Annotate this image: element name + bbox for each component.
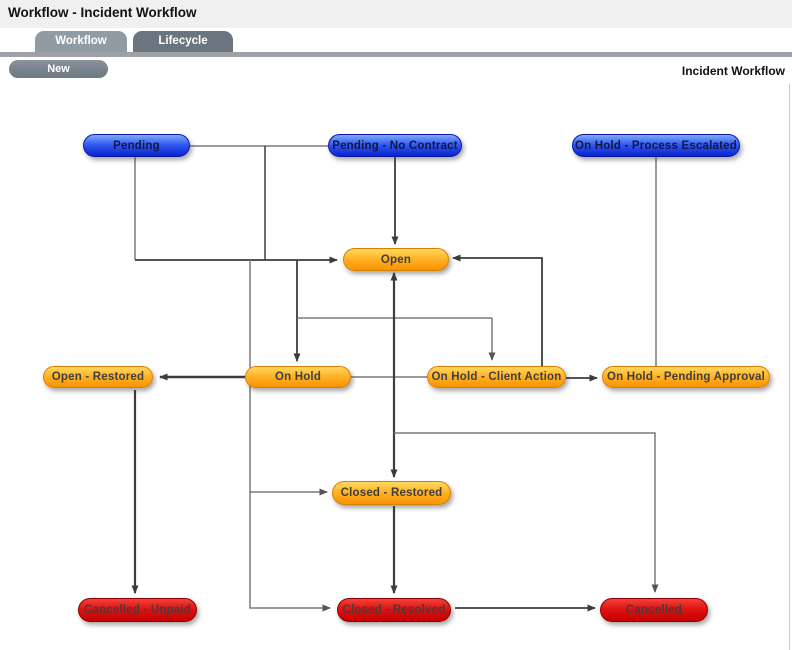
tab-lifecycle[interactable]: Lifecycle (133, 31, 233, 52)
edge-client-action-to-open (452, 254, 543, 366)
node-on-hold-process-escalated[interactable]: On Hold - Process Escalated (572, 134, 740, 157)
right-border (789, 84, 790, 650)
panel-title: Incident Workflow (681, 64, 785, 78)
node-closed-restored[interactable]: Closed - Restored (332, 481, 451, 505)
node-on-hold-client-action[interactable]: On Hold - Client Action (427, 366, 566, 388)
title-bar: Workflow - Incident Workflow (0, 0, 792, 28)
tab-workflow[interactable]: Workflow (35, 31, 127, 52)
new-button[interactable]: New (9, 60, 108, 78)
node-pending[interactable]: Pending (83, 134, 190, 157)
page-title: Workflow - Incident Workflow (8, 5, 197, 20)
node-cancelled-unpaid[interactable]: Cancelled - Unpaid (78, 598, 197, 622)
edge-left-rail-to-closed-resolved (249, 260, 331, 612)
node-on-hold[interactable]: On Hold (245, 366, 351, 388)
node-open[interactable]: Open (343, 248, 449, 271)
node-cancelled[interactable]: Cancelled (600, 598, 708, 622)
node-open-restored[interactable]: Open - Restored (43, 366, 153, 388)
tab-divider (0, 52, 792, 57)
node-closed-resolved[interactable]: Closed - Resolved (337, 598, 451, 622)
edge-rail-to-cancelled (394, 432, 659, 593)
node-on-hold-pending-approval[interactable]: On Hold - Pending Approval (602, 366, 770, 388)
node-pending-no-contract[interactable]: Pending - No Contract (328, 134, 462, 157)
